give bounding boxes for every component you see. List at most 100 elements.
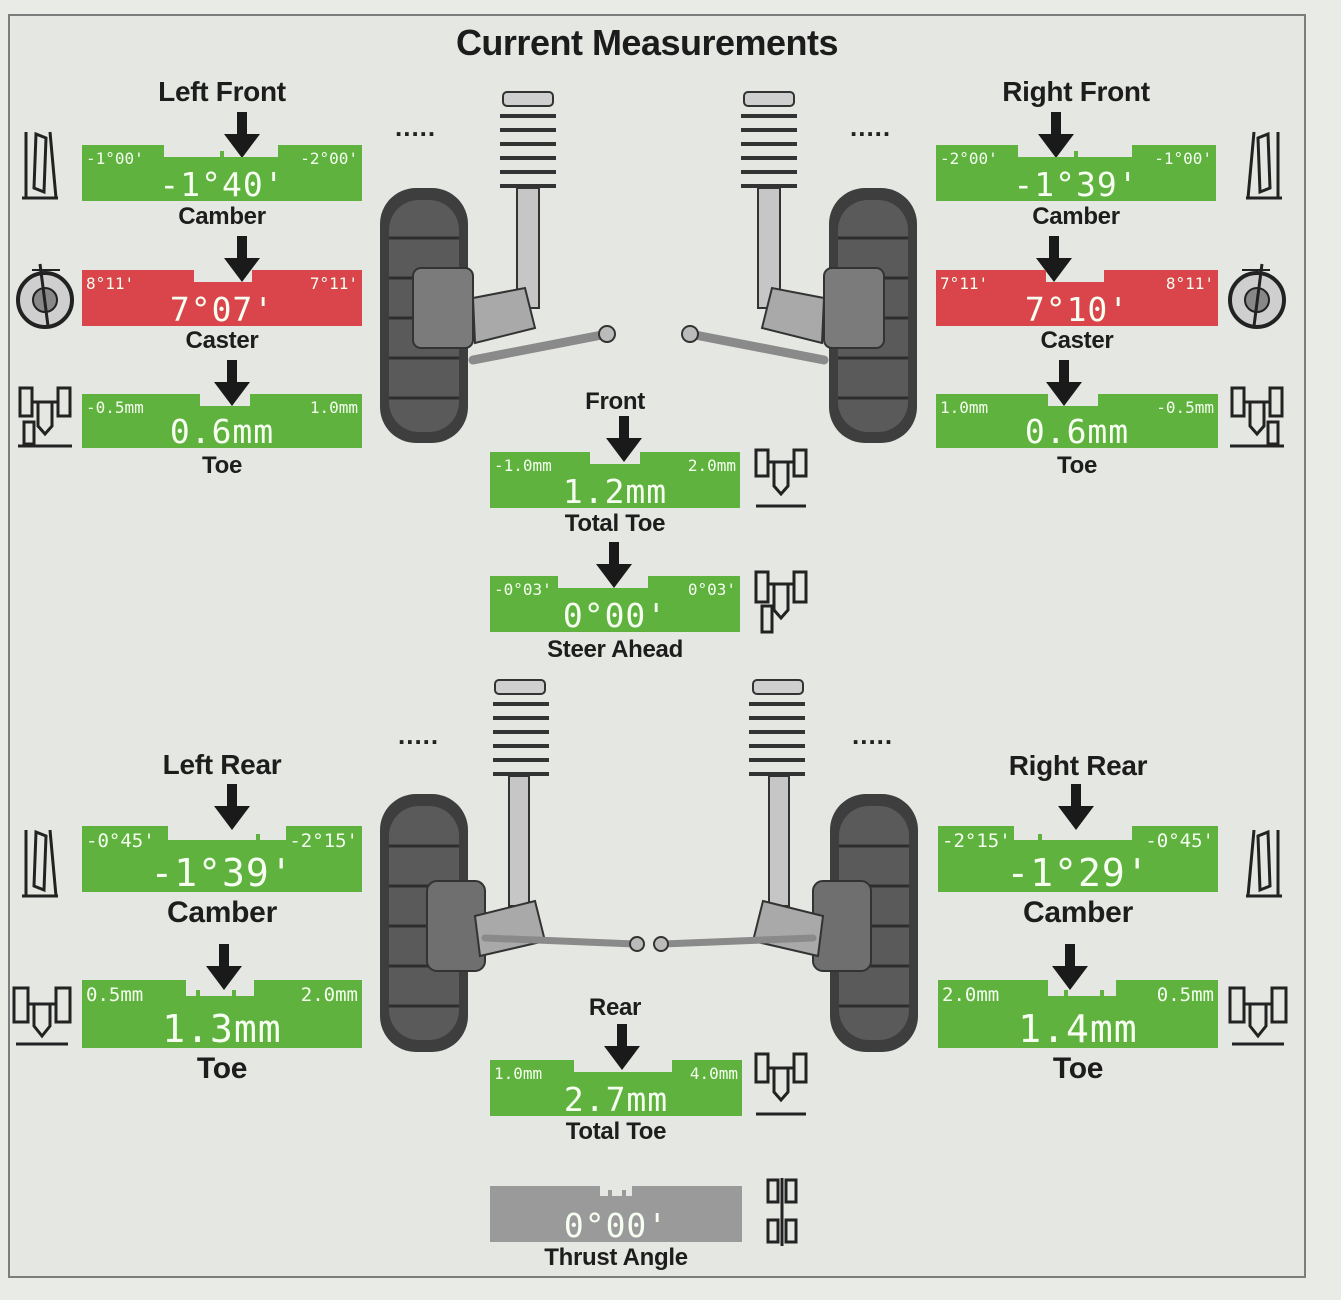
- separator-dots: .....: [852, 720, 894, 750]
- gauge-value: 7°07': [169, 290, 275, 329]
- gauge-value: 0.6mm: [1024, 412, 1130, 451]
- gauge-bar: [936, 145, 1216, 201]
- gauge-max-label: -1°00': [1154, 149, 1212, 168]
- indicator-arrow-icon: [214, 784, 250, 830]
- left-rear-heading: Left Rear: [162, 749, 282, 780]
- gauge-label: Camber: [1032, 203, 1120, 230]
- thrust-angle-gauge: 0°00': [490, 1186, 742, 1245]
- gauge-value: 1.2mm: [562, 472, 668, 511]
- gauge-value: 0.6mm: [169, 412, 275, 451]
- gauge-value: 7°10': [1024, 290, 1130, 329]
- gauge-min-label: 8°11': [86, 274, 135, 293]
- separator-dots: .....: [850, 112, 892, 142]
- rf-toe-gauge: 1.0mm -0.5mm 0.6mm: [936, 394, 1218, 451]
- right-front-heading: Right Front: [1002, 76, 1150, 107]
- gauge-bar: [82, 394, 362, 448]
- gauge-bar: [936, 270, 1218, 326]
- indicator-arrow-icon: [604, 1024, 640, 1070]
- gauge-label: Camber: [1023, 896, 1133, 929]
- gauge-min-label: 1.0mm: [494, 1064, 543, 1083]
- measurements-panel: [8, 14, 1306, 1278]
- indicator-arrow-icon: [1036, 236, 1072, 282]
- gauge-max-label: 0.5mm: [1156, 984, 1214, 1006]
- gauge-max-label: 1.0mm: [309, 398, 358, 417]
- indicator-arrow-icon: [1058, 784, 1094, 830]
- caster-icon: [1228, 263, 1286, 329]
- camber-icon: [1246, 829, 1282, 898]
- rf-caster-gauge: 7°11' 8°11' 7°10': [936, 270, 1218, 329]
- gauge-label: Total Toe: [565, 1118, 667, 1145]
- camber-icon: [22, 829, 58, 898]
- right-rear-heading: Right Rear: [1008, 750, 1148, 781]
- gauge-bar: [82, 145, 362, 201]
- gauge-bar: [82, 980, 362, 1048]
- gauge-label: Total Toe: [564, 510, 666, 537]
- steer-ahead-icon: [754, 570, 808, 634]
- gauge-label: Thrust Angle: [544, 1244, 688, 1271]
- gauge-label: Toe: [1052, 1052, 1104, 1085]
- left-front-heading: Left Front: [158, 76, 286, 107]
- gauge-max-label: -2°00': [300, 149, 358, 168]
- toe-icon: [1228, 986, 1288, 1046]
- gauge-value: 2.7mm: [563, 1080, 669, 1119]
- steer-ahead-gauge: -0°03' 0°03' 0°00': [490, 576, 740, 635]
- gauge-max-label: -2°15': [289, 830, 358, 852]
- gauge-min-label: -0°03': [494, 580, 552, 599]
- indicator-arrow-icon: [224, 236, 260, 282]
- gauge-bar: [82, 826, 362, 892]
- caster-icon: [16, 263, 74, 329]
- lr-camber-gauge: -0°45' -2°15' -1°39': [82, 826, 362, 894]
- lf-caster-gauge: 8°11' 7°11' 7°07': [82, 270, 362, 329]
- gauge-bar: [490, 576, 740, 632]
- lf-camber-gauge: -1°00' -2°00' -1°40': [82, 145, 362, 203]
- total-toe-icon: [754, 1052, 808, 1116]
- gauge-value: 0°00': [562, 596, 668, 635]
- gauge-min-label: -1.0mm: [494, 456, 552, 475]
- separator-dots: .....: [395, 112, 437, 142]
- rr-toe-gauge: 2.0mm 0.5mm 1.4mm: [938, 980, 1218, 1050]
- gauge-label: Steer Ahead: [547, 636, 683, 663]
- gauge-min-label: -2°15': [942, 830, 1011, 852]
- gauge-max-label: 2.0mm: [300, 984, 358, 1006]
- indicator-arrow-icon: [596, 542, 632, 588]
- lf-toe-gauge: -0.5mm 1.0mm 0.6mm: [82, 394, 362, 451]
- indicator-arrow-icon: [224, 112, 260, 158]
- rear-left-suspension-illustration: [380, 679, 645, 1052]
- total-toe-icon: [754, 448, 808, 508]
- gauge-value: 0°00': [563, 1206, 669, 1245]
- page-title: Current Measurements: [455, 22, 839, 63]
- gauge-value: -1°29': [1006, 851, 1150, 895]
- gauge-max-label: 2.0mm: [687, 456, 736, 475]
- gauge-max-label: -0.5mm: [1156, 398, 1214, 417]
- rear-heading: Rear: [588, 994, 642, 1021]
- gauge-label: Caster: [1040, 327, 1114, 354]
- gauge-bar: [490, 1186, 742, 1242]
- front-left-suspension-illustration: [380, 91, 616, 443]
- gauge-min-label: 7°11': [940, 274, 989, 293]
- gauge-max-label: 4.0mm: [689, 1064, 738, 1083]
- toe-icon: [18, 386, 72, 448]
- gauge-bar: [82, 270, 362, 326]
- gauge-min-label: 2.0mm: [942, 984, 1000, 1006]
- gauge-max-label: 7°11': [309, 274, 358, 293]
- camber-icon: [22, 131, 58, 200]
- gauge-bar: [938, 980, 1218, 1048]
- indicator-arrow-icon: [214, 360, 250, 406]
- indicator-arrow-icon: [606, 416, 642, 462]
- gauge-min-label: -2°00': [940, 149, 998, 168]
- rr-camber-gauge: -2°15' -0°45' -1°29': [938, 826, 1218, 895]
- indicator-arrow-icon: [1052, 944, 1088, 990]
- indicator-arrow-icon: [1038, 112, 1074, 158]
- gauge-value: -1°39': [1013, 165, 1139, 204]
- thrust-angle-icon: [766, 1178, 798, 1246]
- gauge-max-label: 0°03': [687, 580, 736, 599]
- gauge-min-label: 0.5mm: [86, 984, 144, 1006]
- gauge-min-label: -0°45': [86, 830, 155, 852]
- rf-camber-gauge: -2°00' -1°00' -1°39': [936, 145, 1216, 204]
- gauge-label: Toe: [1057, 452, 1097, 479]
- gauge-label: Toe: [202, 452, 242, 479]
- gauge-min-label: -1°00': [86, 149, 144, 168]
- camber-icon: [1246, 131, 1282, 200]
- front-total-toe-gauge: -1.0mm 2.0mm 1.2mm: [490, 452, 740, 511]
- gauge-min-label: 1.0mm: [940, 398, 989, 417]
